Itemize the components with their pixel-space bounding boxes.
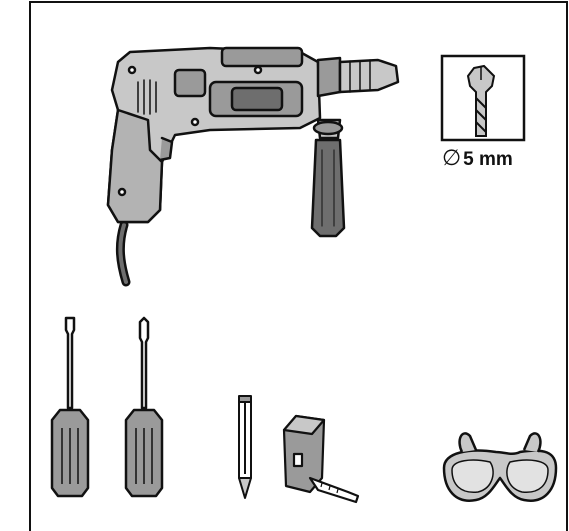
diameter-symbol: ∅ <box>442 145 462 170</box>
drill-bit-icon <box>440 54 526 142</box>
tape-measure-icon <box>282 414 360 504</box>
flathead-screwdriver-icon <box>50 316 90 498</box>
panel-border <box>29 1 568 531</box>
diameter-value: 5 mm <box>463 149 513 170</box>
phillips-screwdriver-icon <box>124 316 164 498</box>
power-drill-icon <box>106 46 400 287</box>
pencil-icon <box>238 395 252 499</box>
drill-bit-size-label: ∅5 mm <box>442 145 513 171</box>
safety-glasses-icon <box>442 432 558 502</box>
